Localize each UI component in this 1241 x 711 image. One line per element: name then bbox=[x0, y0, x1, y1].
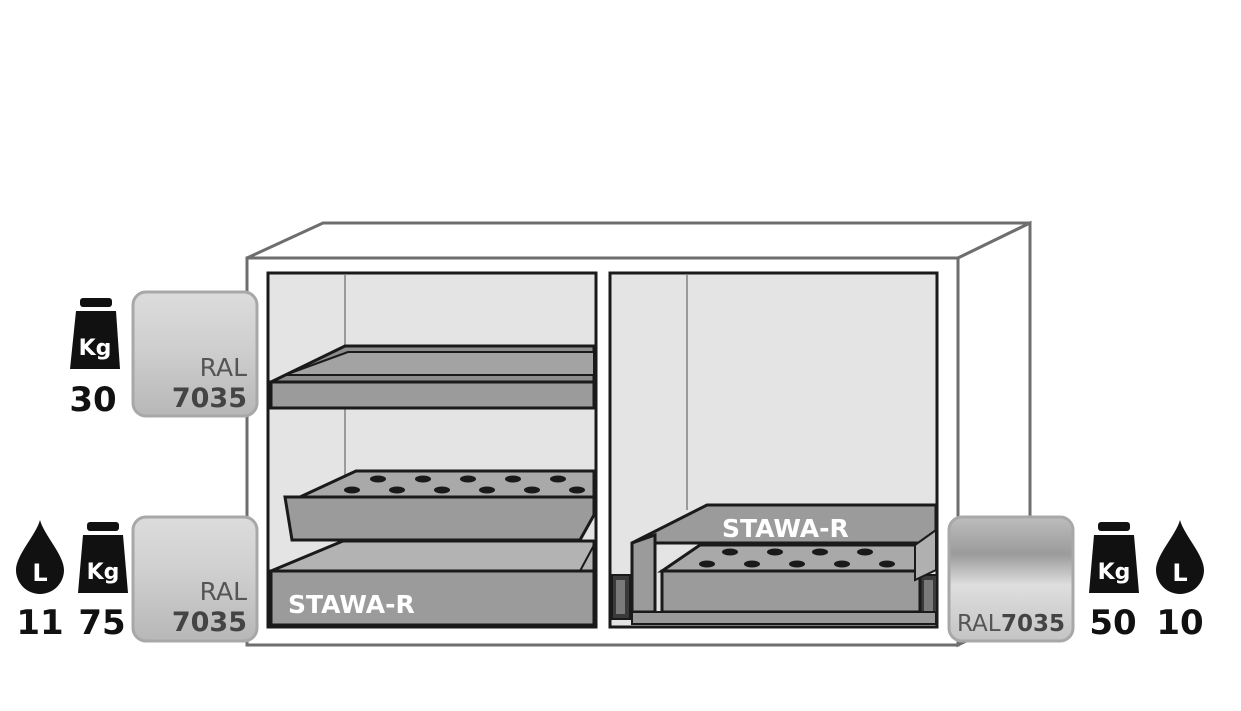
grate-hole bbox=[744, 560, 760, 568]
grate-hole bbox=[550, 475, 566, 483]
weight-icon: Kg bbox=[70, 298, 120, 369]
grate-hole bbox=[460, 475, 476, 483]
ral-swatch-lower-left: RAL 7035 bbox=[131, 515, 259, 643]
svg-text:Kg: Kg bbox=[79, 336, 112, 361]
ral-label: RAL bbox=[200, 577, 247, 606]
grate-hole bbox=[434, 486, 450, 494]
svg-text:Kg: Kg bbox=[87, 560, 120, 585]
grate-hole bbox=[569, 486, 585, 494]
grate-hole bbox=[834, 560, 850, 568]
cabinet-top bbox=[246, 221, 1031, 260]
ral-label: RAL bbox=[200, 353, 247, 382]
svg-text:L: L bbox=[1172, 559, 1187, 587]
grate-hole bbox=[524, 486, 540, 494]
grate-hole bbox=[344, 486, 360, 494]
right-volume-value: 10 bbox=[1156, 603, 1203, 643]
right-compartment: STAWA-R bbox=[608, 271, 939, 629]
volume-icon: L bbox=[1156, 520, 1204, 594]
upper-load-value: 30 bbox=[69, 380, 116, 420]
right-sump-tray bbox=[630, 503, 938, 625]
left-volume-value: 11 bbox=[16, 603, 63, 643]
ral-code: 7035 bbox=[172, 383, 247, 414]
grate-hole bbox=[699, 560, 715, 568]
left-sump-tray bbox=[269, 539, 596, 627]
grate-hole bbox=[722, 548, 738, 556]
left-sump-label: STAWA-R bbox=[288, 590, 415, 619]
upper-shelf-spec: Kg 30 RAL 7035 bbox=[69, 290, 259, 420]
grate-hole bbox=[857, 548, 873, 556]
right-sump-label: STAWA-R bbox=[722, 514, 849, 543]
left-load-value: 75 bbox=[78, 603, 125, 643]
grate-hole bbox=[767, 548, 783, 556]
grate-hole bbox=[415, 475, 431, 483]
grate-hole bbox=[789, 560, 805, 568]
grate-hole bbox=[812, 548, 828, 556]
left-sump-spec: L 11 Kg 75 RAL 7035 bbox=[16, 515, 259, 643]
right-load-value: 50 bbox=[1089, 603, 1136, 643]
weight-icon: Kg bbox=[1089, 522, 1139, 593]
left-compartment: STAWA-R bbox=[266, 271, 598, 629]
svg-text:L: L bbox=[32, 559, 47, 587]
grate-hole bbox=[479, 486, 495, 494]
right-sump-spec: RAL 7035 Kg 50 L 10 bbox=[947, 515, 1204, 643]
svg-text:Kg: Kg bbox=[1098, 560, 1131, 585]
ral-code: 7035 bbox=[172, 607, 247, 638]
grate-hole bbox=[879, 560, 895, 568]
grate-hole bbox=[505, 475, 521, 483]
weight-icon: Kg bbox=[78, 522, 128, 593]
grate-hole bbox=[389, 486, 405, 494]
ral-swatch-upper: RAL 7035 bbox=[131, 290, 259, 418]
ral-code: 7035 bbox=[1001, 611, 1065, 637]
volume-icon: L bbox=[16, 520, 64, 594]
perforated-grate bbox=[283, 469, 596, 542]
upper-shelf bbox=[269, 344, 596, 410]
ral-swatch-lower-right: RAL 7035 bbox=[947, 515, 1075, 643]
grate-hole bbox=[370, 475, 386, 483]
ral-label: RAL bbox=[957, 611, 1001, 637]
